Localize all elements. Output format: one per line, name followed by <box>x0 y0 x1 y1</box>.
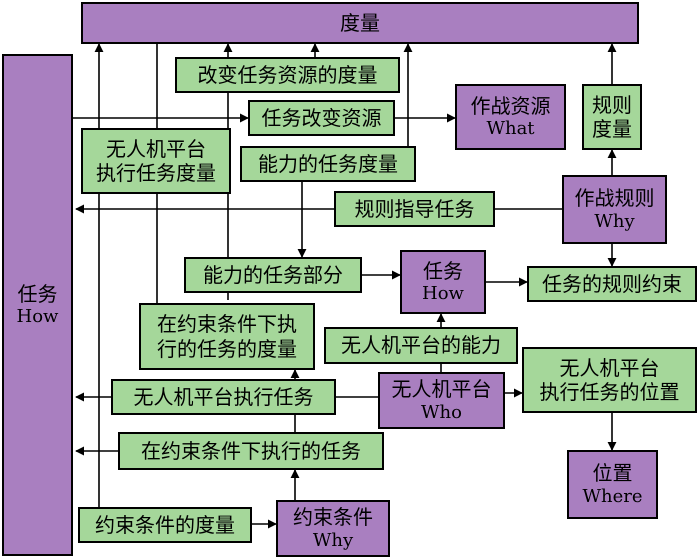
resource-label-en: What <box>486 118 535 140</box>
capability-task-measure-node: 能力的任务度量 <box>240 146 416 182</box>
constrained-exec-task-node: 在约束条件下执行的任务 <box>118 432 384 470</box>
rule-measure-label-2: 度量 <box>592 117 632 141</box>
task-change-resource-node: 任务改变资源 <box>248 100 395 136</box>
uav-capability-node: 无人机平台的能力 <box>324 327 518 364</box>
measure-node: 度量 <box>81 2 639 44</box>
uav-exec-measure-label-2: 执行任务度量 <box>96 161 216 185</box>
measure-label: 度量 <box>340 10 380 35</box>
uav-exec-measure-node: 无人机平台 执行任务度量 <box>81 128 231 194</box>
conditions-node: 约束条件 Why <box>276 500 390 557</box>
task-how-label-en: How <box>422 283 464 305</box>
condition-measure-label: 约束条件的度量 <box>95 512 235 537</box>
uav-task-position-node: 无人机平台 执行任务的位置 <box>522 347 697 413</box>
change-resource-measure-label: 改变任务资源的度量 <box>197 62 378 87</box>
uav-task-position-label-2: 执行任务的位置 <box>539 380 680 404</box>
task-label-zh: 任务 <box>17 281 58 306</box>
capability-task-part-label: 能力的任务部分 <box>203 262 343 287</box>
location-label-en: Where <box>582 485 643 507</box>
task-rule-constraint-node: 任务的规则约束 <box>527 266 697 302</box>
constrained-task-measure-label-1: 在约束条件下执 <box>157 312 297 337</box>
operational-rules-label-en: Why <box>594 210 635 232</box>
conditions-label-zh: 约束条件 <box>293 505 373 530</box>
uav-platform-label-zh: 无人机平台 <box>391 377 492 402</box>
capability-task-measure-label: 能力的任务度量 <box>258 151 398 176</box>
rule-measure-label-1: 规则 <box>592 92 632 117</box>
task-how-label-zh: 任务 <box>423 258 463 283</box>
uav-exec-task-node: 无人机平台执行任务 <box>111 379 336 415</box>
uav-capability-label: 无人机平台的能力 <box>341 333 501 358</box>
location-node: 位置 Where <box>567 450 658 519</box>
resource-label-zh: 作战资源 <box>470 93 551 118</box>
task-how-node: 任务 How <box>400 250 486 314</box>
task-node: 任务 How <box>2 54 73 556</box>
location-label-zh: 位置 <box>592 461 633 486</box>
rule-guide-task-node: 规则指导任务 <box>334 191 495 227</box>
constrained-task-measure-node: 在约束条件下执 行的任务的度量 <box>139 303 315 370</box>
resource-node: 作战资源 What <box>455 84 566 150</box>
task-change-resource-label: 任务改变资源 <box>261 105 382 130</box>
capability-task-part-node: 能力的任务部分 <box>184 257 362 293</box>
constrained-task-measure-label-2: 行的任务的度量 <box>157 336 297 361</box>
rule-measure-node: 规则 度量 <box>582 84 642 150</box>
condition-measure-node: 约束条件的度量 <box>78 507 252 543</box>
change-resource-measure-node: 改变任务资源的度量 <box>175 57 400 93</box>
uav-task-position-label-1: 无人机平台 <box>559 355 660 380</box>
constrained-exec-task-label: 在约束条件下执行的任务 <box>141 438 361 463</box>
uav-exec-task-label: 无人机平台执行任务 <box>133 384 314 409</box>
task-rule-constraint-label: 任务的规则约束 <box>542 271 682 296</box>
conditions-label-en: Why <box>312 529 354 551</box>
uav-platform-label-en: Who <box>421 401 462 423</box>
uav-platform-node: 无人机平台 Who <box>378 372 505 429</box>
operational-rules-label-zh: 作战规则 <box>574 186 655 211</box>
task-label-en: How <box>16 306 59 328</box>
operational-rules-node: 作战规则 Why <box>562 175 667 244</box>
rule-guide-task-label: 规则指导任务 <box>354 196 475 221</box>
uav-exec-measure-label-1: 无人机平台 <box>106 136 206 161</box>
